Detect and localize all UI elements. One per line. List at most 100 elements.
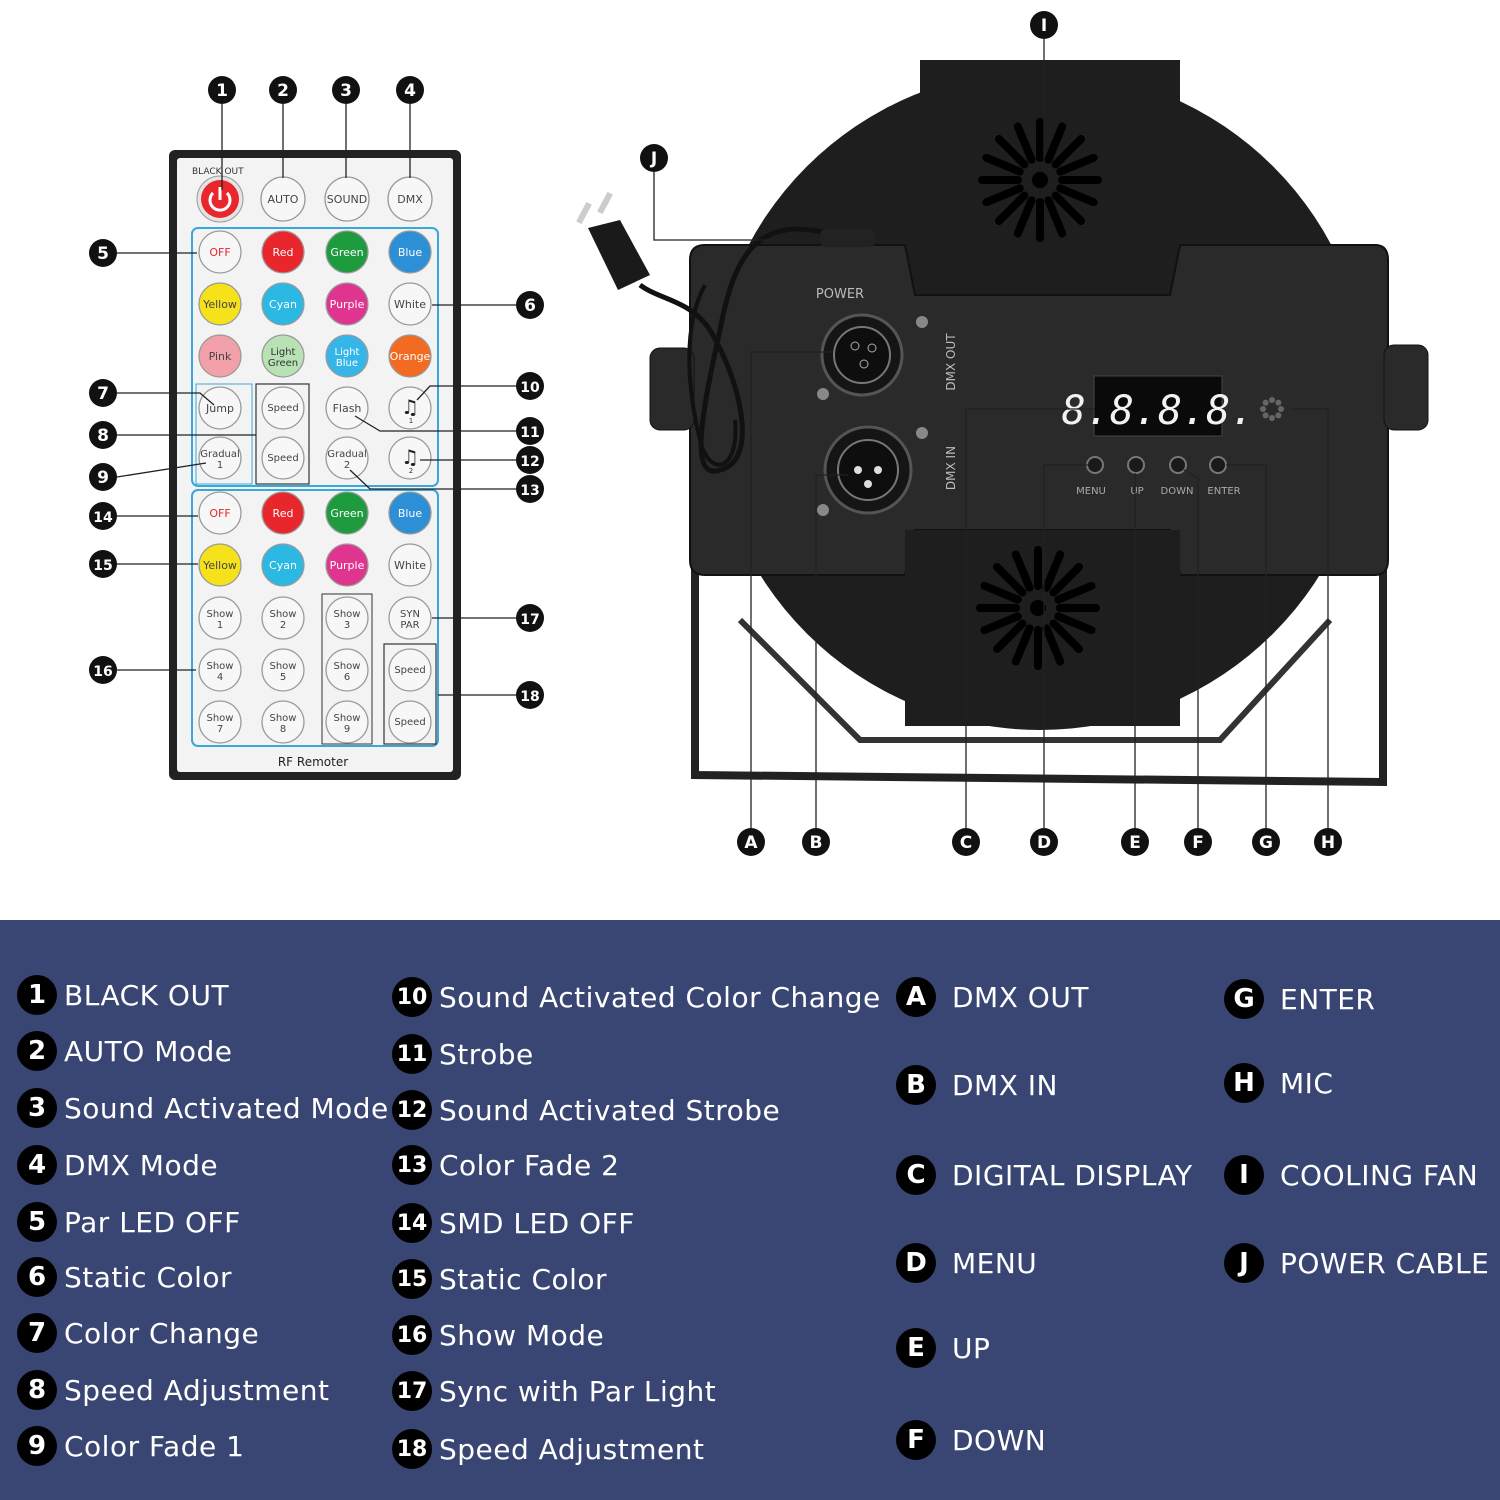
remote-button-cyan[interactable]: Cyan — [261, 282, 305, 326]
legend-text: Color Change — [64, 1316, 260, 1350]
button-label: Yellow — [202, 298, 237, 311]
remote-button-speed[interactable]: Speed — [388, 700, 432, 744]
legend-text: DIGITAL DISPLAY — [952, 1158, 1193, 1192]
remote-button-purple[interactable]: Purple — [325, 282, 369, 326]
svg-text:16: 16 — [93, 664, 112, 680]
callout-3: 3 — [332, 76, 360, 104]
callout-7: 7 — [89, 379, 117, 407]
remote-button-2[interactable]: ♫2 — [388, 436, 432, 480]
legend-badge: 11 — [392, 1034, 432, 1074]
power-cable — [576, 191, 875, 474]
button-label: 9 — [344, 724, 350, 735]
remote-face — [177, 158, 453, 772]
remote-button-speed[interactable]: Speed — [388, 648, 432, 692]
callout-4: 4 — [396, 76, 424, 104]
callout-line — [117, 392, 215, 406]
callout-i: I — [1030, 11, 1058, 39]
button-label: White — [394, 298, 426, 311]
remote-button-flash[interactable]: Flash — [325, 386, 369, 430]
legend-badge: 4 — [17, 1145, 57, 1185]
legend-badge: 5 — [17, 1202, 57, 1242]
button-label: 2 — [280, 620, 286, 631]
remote-button-lower-green[interactable]: Green — [325, 491, 369, 535]
legend-badge: 10 — [392, 977, 432, 1017]
callout-e: E — [1121, 828, 1149, 856]
show-group-frame — [321, 593, 373, 745]
remote-button-lower-red[interactable]: Red — [261, 491, 305, 535]
dmx-button[interactable]: DMX — [387, 176, 433, 222]
remote-button-pink[interactable]: Pink — [198, 334, 242, 378]
button-label: 6 — [344, 672, 350, 683]
remote-button-white[interactable]: White — [388, 282, 432, 326]
button-label: Yellow — [202, 559, 237, 572]
callout-line — [965, 408, 1095, 828]
callout-15: 15 — [89, 550, 117, 578]
remote-button-jump[interactable]: Jump — [198, 386, 242, 430]
callout-a: A — [737, 828, 765, 856]
button-label: Show — [334, 713, 361, 724]
remote-button-lower-purple[interactable]: Purple — [325, 543, 369, 587]
remote-button-blue[interactable]: Blue — [388, 230, 432, 274]
remote-button-orange[interactable]: Orange — [388, 334, 432, 378]
button-label: 2 — [344, 460, 350, 471]
button-label: Speed — [267, 403, 298, 414]
remote-button-red[interactable]: Red — [261, 230, 305, 274]
remote-button-lower-blue[interactable]: Blue — [388, 491, 432, 535]
remote-button-lower-off[interactable]: OFF — [198, 491, 242, 535]
remote-button-lower-white[interactable]: White — [388, 543, 432, 587]
button-label: SYN — [400, 609, 420, 620]
svg-text:10: 10 — [520, 380, 540, 396]
sound-button[interactable]: SOUND — [324, 176, 370, 222]
svg-text:1: 1 — [216, 81, 228, 101]
legend-text: Sound Activated Mode — [64, 1091, 389, 1125]
legend-badge: 15 — [392, 1259, 432, 1299]
remote-button-1[interactable]: ♫1 — [388, 386, 432, 430]
remote-button-speed[interactable]: Speed — [261, 436, 305, 480]
music-note-icon: ♫ — [401, 445, 419, 469]
legend-badge: 6 — [17, 1257, 57, 1297]
callout-9: 9 — [89, 463, 117, 491]
callout-line — [1183, 469, 1199, 828]
remote-button-green[interactable]: Green — [325, 230, 369, 274]
remote-button-off[interactable]: OFF — [198, 230, 242, 274]
plug — [588, 220, 650, 290]
button-label: Purple — [330, 298, 365, 311]
jump-group-frame — [195, 383, 253, 485]
legend-text: Speed Adjustment — [64, 1373, 330, 1407]
legend-text: DOWN — [952, 1423, 1047, 1457]
legend-text: Show Mode — [439, 1318, 605, 1352]
callout-6: 6 — [516, 291, 544, 319]
svg-text:I: I — [1041, 16, 1047, 36]
button-label: Show — [207, 661, 234, 672]
remote-button-lower-cyan[interactable]: Cyan — [261, 543, 305, 587]
callout-j: J — [640, 144, 668, 172]
digital-display — [1093, 375, 1223, 437]
remote-button-yellow[interactable]: Yellow — [198, 282, 242, 326]
svg-text:8: 8 — [97, 426, 109, 446]
remote-button-lower-yellow[interactable]: Yellow — [198, 543, 242, 587]
auto-button[interactable]: AUTO — [260, 176, 306, 222]
svg-text:A: A — [744, 833, 758, 853]
svg-text:B: B — [810, 833, 823, 853]
remote-button-speed[interactable]: Speed — [261, 386, 305, 430]
